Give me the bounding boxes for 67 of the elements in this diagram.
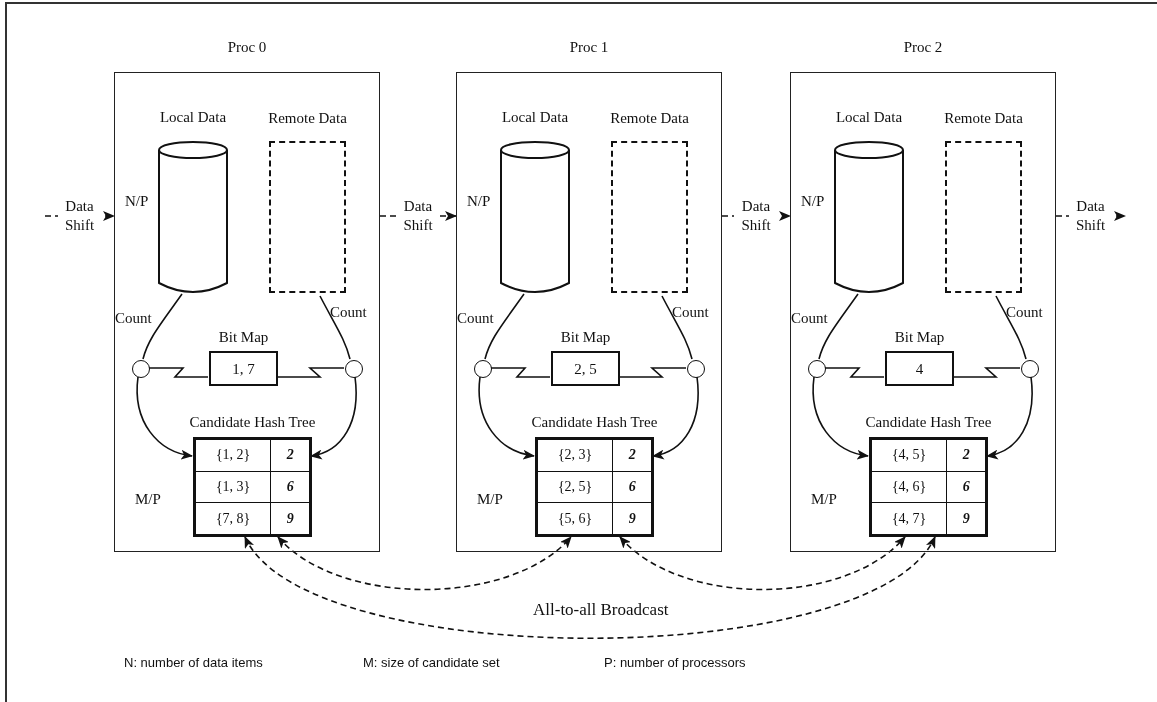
table-cell: {7, 8} xyxy=(195,502,271,535)
arrow xyxy=(277,536,572,591)
bitmap-value: 1, 7 xyxy=(232,361,255,378)
edge-label: Count xyxy=(672,304,709,322)
connector-line xyxy=(490,367,551,378)
size-label: N/P xyxy=(125,193,149,210)
arrow xyxy=(244,536,936,640)
processor-title: Proc 2 xyxy=(903,39,943,56)
size-label: M/P xyxy=(477,491,503,508)
arrow xyxy=(619,536,906,591)
bitmap-value: 4 xyxy=(915,361,924,378)
table-cell: 6 xyxy=(946,471,986,503)
storage-title: Remote Data xyxy=(268,110,347,127)
table-cell: 9 xyxy=(612,502,652,535)
connector-line xyxy=(661,295,693,360)
size-label: N/P xyxy=(801,193,825,210)
connector-line xyxy=(319,295,351,360)
connector-line xyxy=(824,367,885,378)
arrow xyxy=(812,376,869,459)
connector-line xyxy=(818,293,859,360)
connector-line xyxy=(142,293,183,360)
storage-title: Local Data xyxy=(501,109,569,126)
table-cell: {1, 2} xyxy=(195,439,271,472)
bitmap-value: 2, 5 xyxy=(574,361,597,378)
arrow xyxy=(478,376,535,459)
footnote: P: number of processors xyxy=(604,656,746,671)
storage-title: Local Data xyxy=(159,109,227,126)
storage-title: Remote Data xyxy=(610,110,689,127)
table-title: Candidate Hash Tree xyxy=(865,414,992,431)
table-cell: {1, 3} xyxy=(195,471,271,503)
box-title: Bit Map xyxy=(218,329,269,346)
processor-title: Proc 1 xyxy=(569,39,609,56)
edge-label: Count xyxy=(457,310,494,328)
connector-line xyxy=(148,367,209,378)
connector-line xyxy=(484,293,525,360)
table-cell: {4, 5} xyxy=(871,439,947,472)
storage-title: Remote Data xyxy=(944,110,1023,127)
table-cell: 9 xyxy=(270,502,310,535)
footnote: M: size of candidate set xyxy=(363,656,500,671)
storage-title: Local Data xyxy=(835,109,903,126)
table-cell: 2 xyxy=(270,439,310,472)
footnote: N: number of data items xyxy=(124,656,263,671)
table-cell: 9 xyxy=(946,502,986,535)
box-title: Bit Map xyxy=(560,329,611,346)
table-cell: {4, 6} xyxy=(871,471,947,503)
size-label: N/P xyxy=(467,193,491,210)
table-cell: 6 xyxy=(612,471,652,503)
table-title: Candidate Hash Tree xyxy=(531,414,658,431)
connector-line xyxy=(995,295,1027,360)
table-cell: {4, 7} xyxy=(871,502,947,535)
table-cell: {2, 3} xyxy=(537,439,613,472)
edge-label: Count xyxy=(330,304,367,322)
table-cell: {2, 5} xyxy=(537,471,613,503)
size-label: M/P xyxy=(811,491,837,508)
size-label: M/P xyxy=(135,491,161,508)
edge-label: Count xyxy=(791,310,828,328)
arrow xyxy=(136,376,193,459)
table-cell: {5, 6} xyxy=(537,502,613,535)
processor-title: Proc 0 xyxy=(227,39,267,56)
table-cell: 2 xyxy=(946,439,986,472)
edge-label: Count xyxy=(1006,304,1043,322)
table-title: Candidate Hash Tree xyxy=(189,414,316,431)
edge-label: Count xyxy=(115,310,152,328)
table-cell: 6 xyxy=(270,471,310,503)
diagram-label: All-to-all Broadcast xyxy=(533,600,669,620)
table-cell: 2 xyxy=(612,439,652,472)
box-title: Bit Map xyxy=(894,329,945,346)
